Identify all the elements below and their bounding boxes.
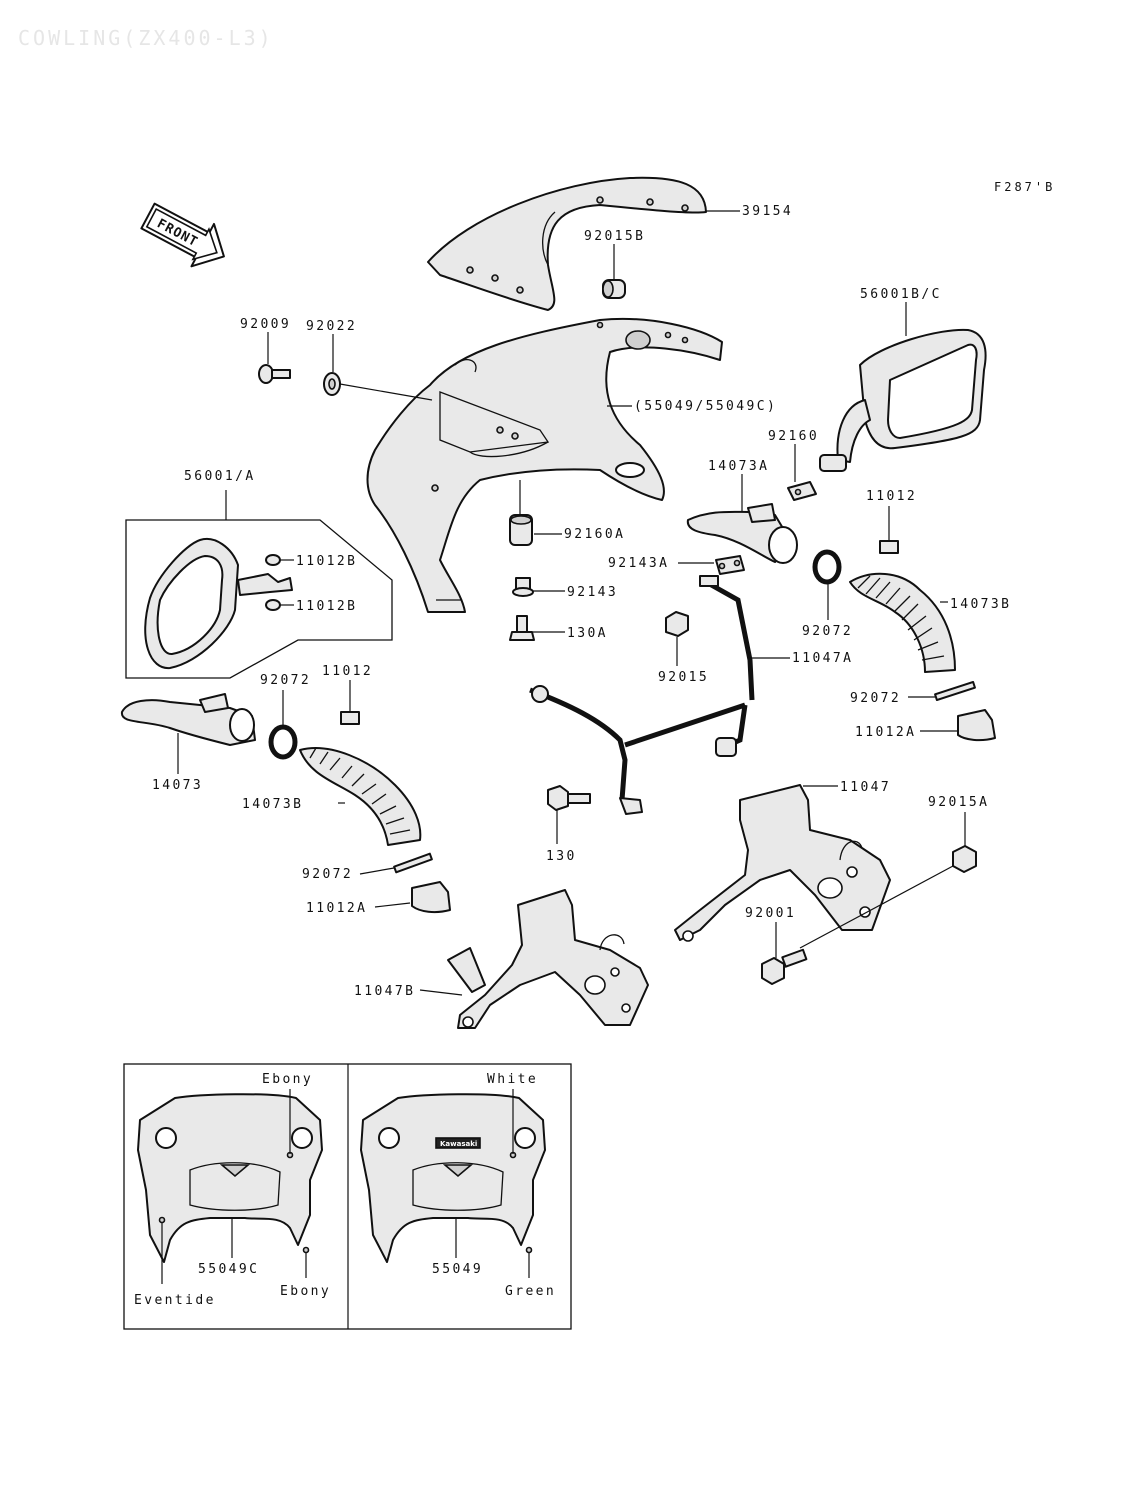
- bolt-92001-part: [761, 948, 808, 985]
- washer-part: [323, 372, 341, 396]
- upper-cowling-part: [366, 317, 723, 613]
- left-air-duct-part: [121, 693, 256, 746]
- flange-bolt-part: [547, 785, 591, 811]
- cowling-front-view-right: [360, 1093, 546, 1263]
- label-92009: 92009: [240, 317, 291, 332]
- label-92160A: 92160A: [564, 527, 625, 542]
- label-11012B-2: 11012B: [296, 599, 357, 614]
- label-variant-right-part: 55049: [432, 1262, 483, 1277]
- bushing-part: [512, 577, 534, 597]
- label-14073A: 14073A: [708, 459, 769, 474]
- bolt-part: [509, 615, 535, 641]
- label-39154: 39154: [742, 204, 793, 219]
- left-mirror-group-box: [125, 519, 393, 679]
- label-92143A: 92143A: [608, 556, 669, 571]
- hose-clamp-part: [812, 549, 842, 585]
- label-14073: 14073: [152, 778, 203, 793]
- label-11012A-left: 11012A: [306, 901, 367, 916]
- color-variant-panel: [123, 1063, 572, 1330]
- label-11047: 11047: [840, 780, 891, 795]
- nut-part: [665, 611, 689, 637]
- label-92072-left-1: 92072: [260, 673, 311, 688]
- pin-part: [934, 680, 976, 702]
- cap-left-part: [411, 881, 451, 914]
- label-11012A-right: 11012A: [855, 725, 916, 740]
- label-56001A: 56001/A: [184, 469, 256, 484]
- grommet-part: [509, 514, 533, 546]
- label-92143: 92143: [567, 585, 618, 600]
- cap-part: [957, 709, 996, 742]
- windshield-part: [427, 176, 707, 311]
- label-11012-left: 11012: [322, 664, 373, 679]
- label-14073B-right: 14073B: [950, 597, 1011, 612]
- flange-nut-part: [952, 845, 977, 873]
- label-variant-right-bottom-right: Green: [505, 1284, 556, 1299]
- label-11012-right: 11012: [866, 489, 917, 504]
- label-92001: 92001: [745, 906, 796, 921]
- kawasaki-emblem-text: Kawasaki: [440, 1140, 477, 1148]
- stay-bracket-part: [529, 575, 755, 815]
- label-variant-left-top: Ebony: [262, 1072, 313, 1087]
- label-92015A: 92015A: [928, 795, 989, 810]
- label-variant-left-bottom-right: Ebony: [280, 1284, 331, 1299]
- right-mirror-part: [819, 328, 987, 472]
- label-92072-right-2: 92072: [850, 691, 901, 706]
- left-bellows-hose-part: [299, 747, 422, 846]
- label-14073B-left: 14073B: [242, 797, 303, 812]
- cowling-front-view-left: [137, 1093, 323, 1263]
- page-title: COWLING(ZX400-L3): [18, 26, 274, 50]
- label-11012B-1: 11012B: [296, 554, 357, 569]
- pin-left-part: [393, 852, 433, 874]
- label-variant-left-part: 55049C: [198, 1262, 259, 1277]
- collar-part: [715, 555, 745, 575]
- label-130: 130: [546, 849, 577, 864]
- label-11047B: 11047B: [354, 984, 415, 999]
- label-variant-right-top: White: [487, 1072, 538, 1087]
- damper-part: [787, 481, 817, 501]
- label-92015B: 92015B: [584, 229, 645, 244]
- label-130A: 130A: [567, 626, 608, 641]
- label-92022: 92022: [306, 319, 357, 334]
- label-55049: (55049/55049C): [634, 399, 777, 414]
- right-air-duct-part: [686, 503, 798, 564]
- pad-left-part: [340, 711, 360, 725]
- well-nut-part: [602, 279, 626, 299]
- label-92072-left-2: 92072: [302, 867, 353, 882]
- hose-clamp-left-part: [268, 724, 298, 760]
- right-bellows-hose-part: [849, 572, 956, 673]
- label-92160: 92160: [768, 429, 819, 444]
- pad-part: [879, 540, 899, 554]
- figure-reference: F287'B: [994, 180, 1056, 194]
- front-arrow-icon: FRONT: [140, 202, 225, 268]
- label-variant-left-bottom-left: Eventide: [134, 1293, 216, 1308]
- label-56001BC: 56001B/C: [860, 287, 942, 302]
- screw-part: [258, 364, 291, 384]
- label-92072-right-1: 92072: [802, 624, 853, 639]
- cowling-bracket-left-part: [447, 889, 649, 1029]
- label-11047A: 11047A: [792, 651, 853, 666]
- label-92015: 92015: [658, 670, 709, 685]
- left-mirror-part: [144, 537, 293, 670]
